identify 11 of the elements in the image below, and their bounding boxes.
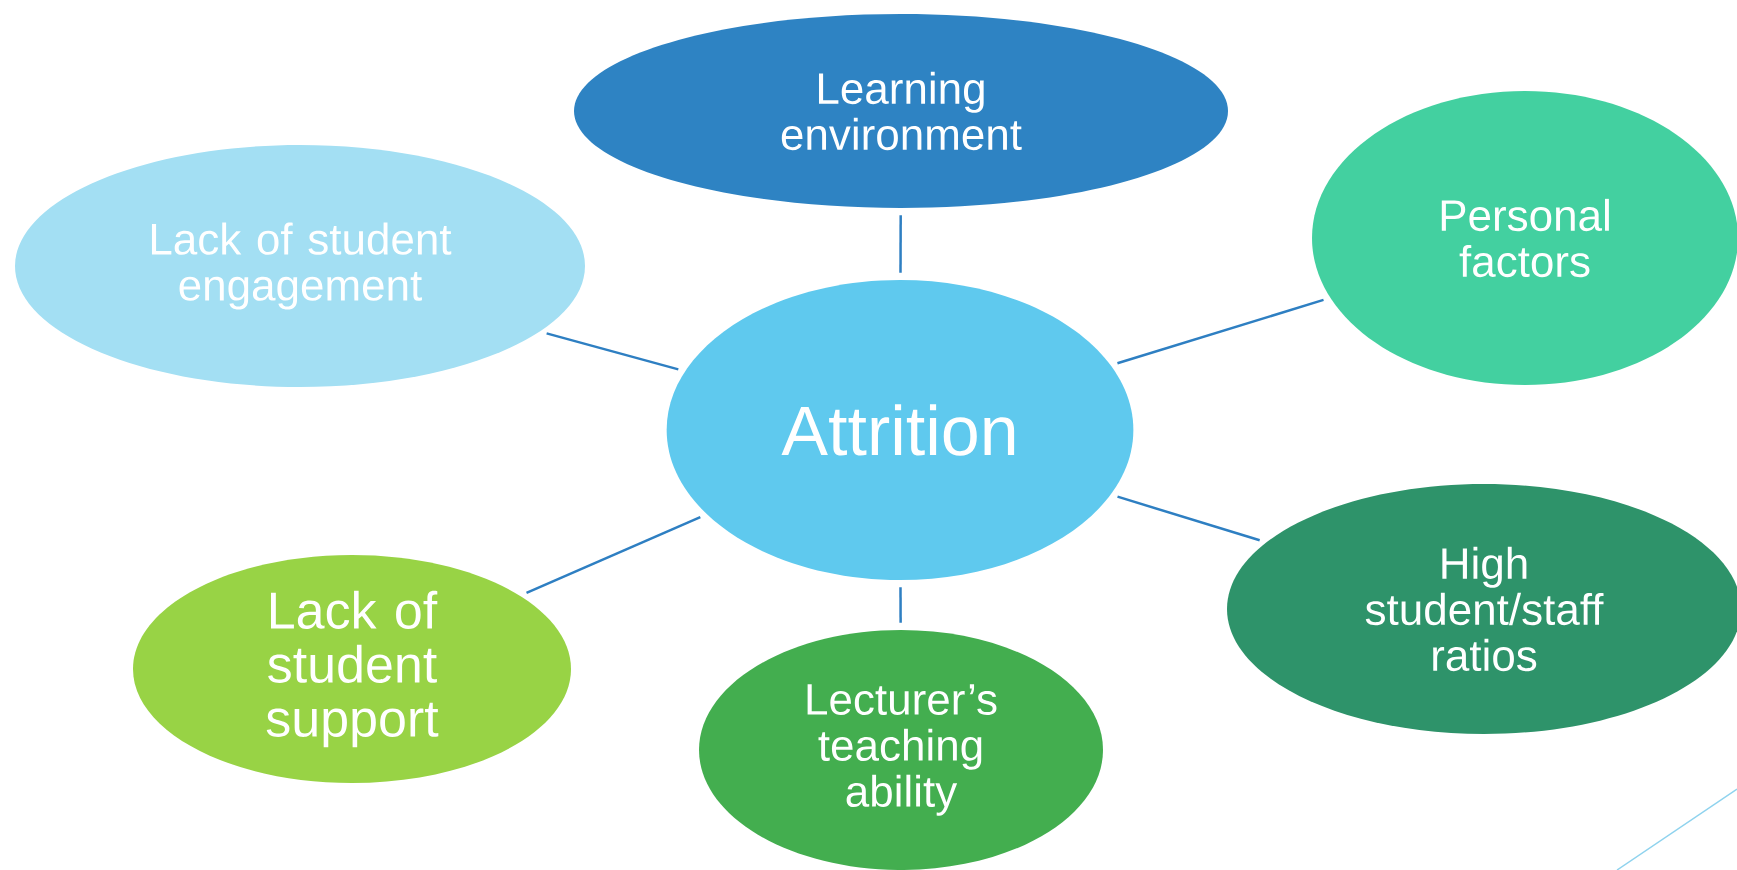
connector-line bbox=[546, 332, 679, 371]
connector-line bbox=[899, 587, 902, 623]
connector-line bbox=[1117, 298, 1324, 365]
ellipse-node: Lack of student support bbox=[133, 555, 571, 783]
connector-line bbox=[899, 215, 902, 273]
connector-line bbox=[526, 515, 701, 595]
ellipse-node: Learning environment bbox=[574, 14, 1228, 208]
ellipse-node: Lack of student engagement bbox=[15, 145, 585, 387]
ellipse-node: Lecturer’s teaching ability bbox=[699, 630, 1103, 870]
ellipse-node: Attrition bbox=[666, 280, 1134, 580]
connector-line bbox=[1117, 495, 1261, 542]
